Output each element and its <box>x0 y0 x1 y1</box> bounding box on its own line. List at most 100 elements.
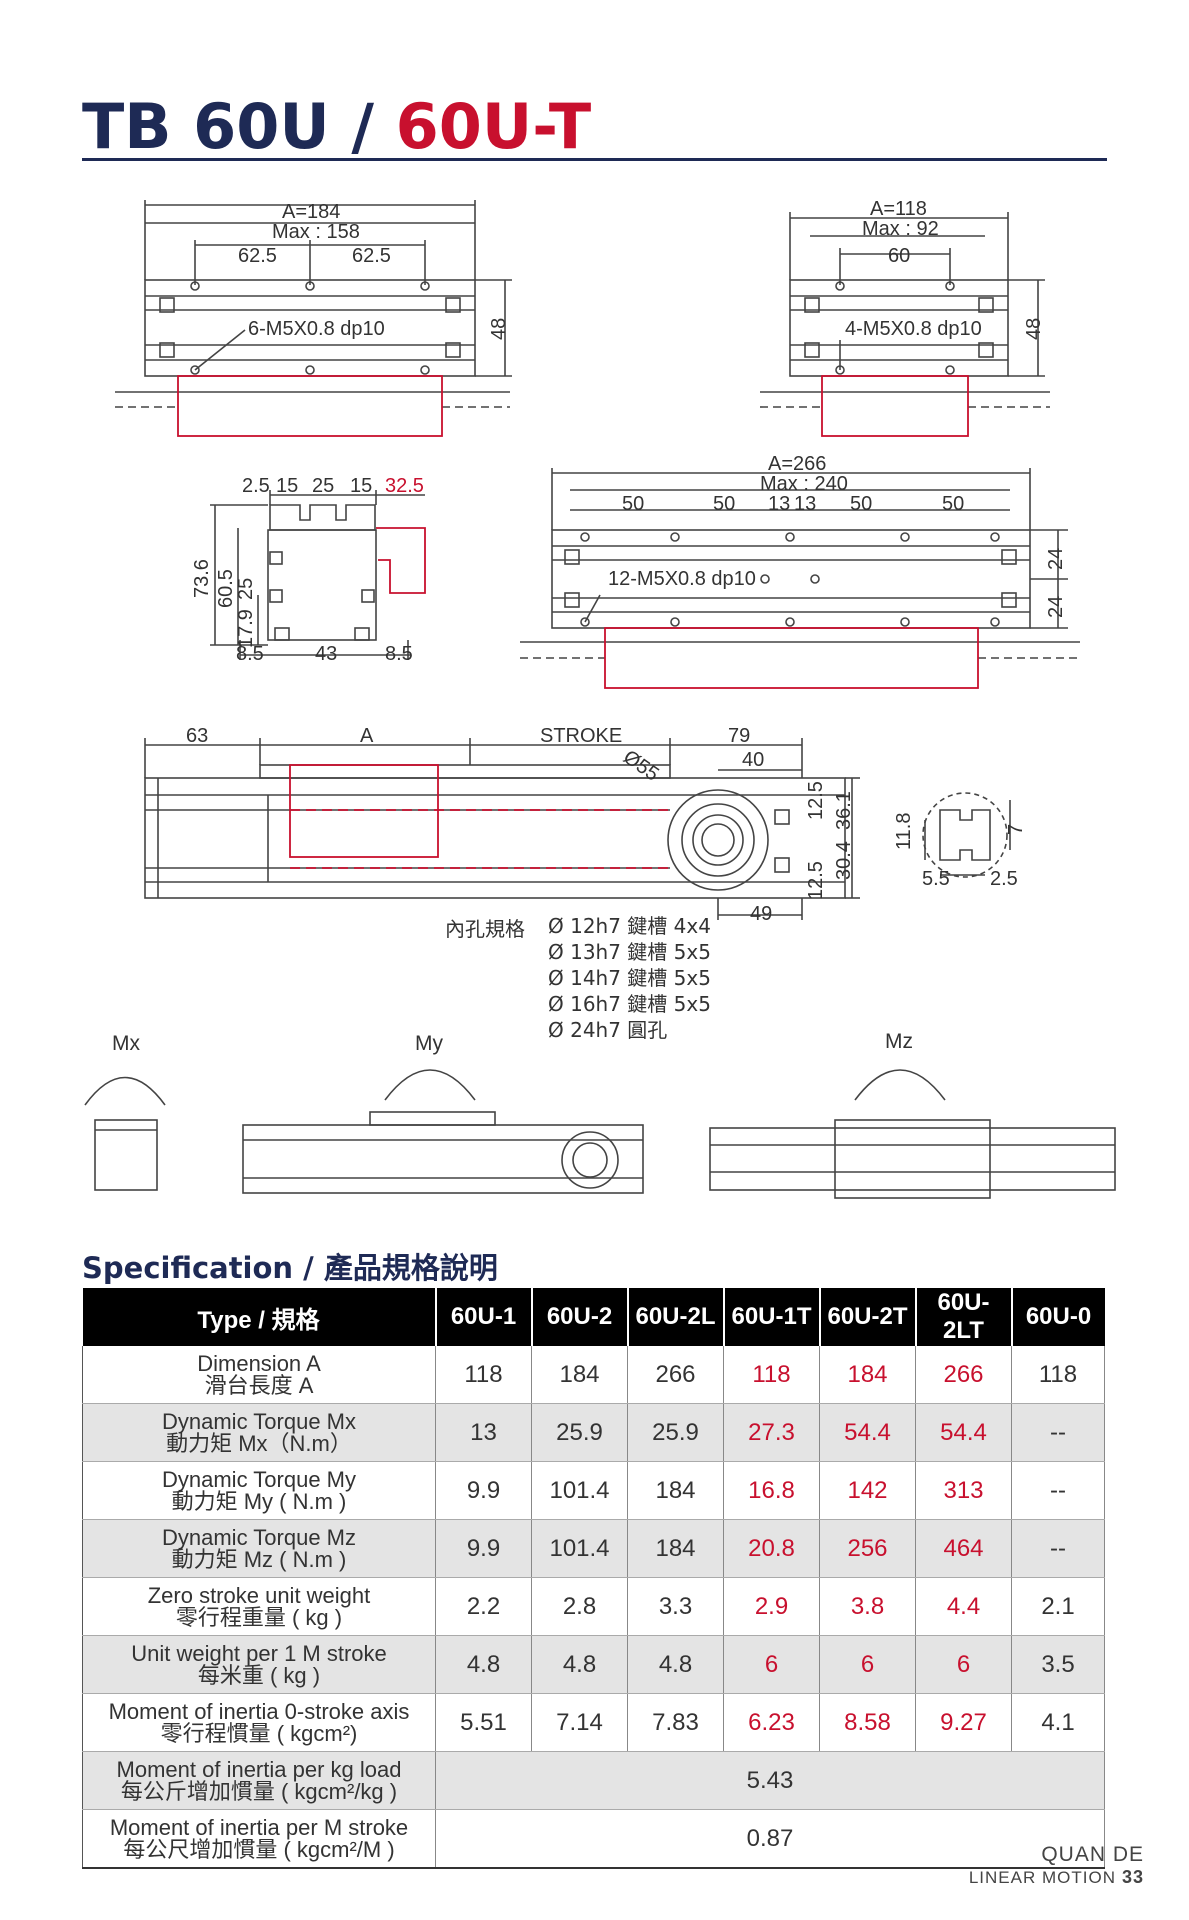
table-cell: 54.4 <box>819 1403 916 1462</box>
title-model: TB 60U <box>82 90 330 163</box>
sec-t5: 32.5 <box>385 475 424 497</box>
table-cell: 118 <box>723 1346 820 1404</box>
table-cell: 184 <box>819 1346 916 1404</box>
moment-mz-label: Mz <box>885 1030 913 1053</box>
mr-max: Max : 240 <box>760 473 848 495</box>
slot-b1: 5.5 <box>922 868 950 890</box>
table-cell: 4.8 <box>531 1635 628 1694</box>
mr-d6: 50 <box>942 493 964 515</box>
mr-a: A=266 <box>768 453 826 475</box>
tl-max: Max : 158 <box>272 221 360 243</box>
tl-d2: 62.5 <box>352 245 391 267</box>
bore-spec-label: 內孔規格 <box>445 917 525 941</box>
slot-detail <box>922 792 1011 878</box>
header-col: 60U-0 <box>1011 1288 1105 1346</box>
table-cell: 25.9 <box>627 1403 724 1462</box>
table-cell: 2.8 <box>531 1577 628 1636</box>
side-v4: 12.5 <box>805 861 827 900</box>
row-label-zh: 滑台長度 A <box>204 1372 314 1398</box>
row-label-zh: 動力矩 My ( N.m ) <box>171 1488 347 1514</box>
sec-b2: 43 <box>315 643 337 665</box>
mr-d2: 50 <box>713 493 735 515</box>
sec-t4: 15 <box>350 475 372 497</box>
mr-d3: 13 <box>768 493 790 515</box>
table-cell: 2.2 <box>435 1577 532 1636</box>
table-cell: -- <box>1011 1519 1105 1578</box>
row-label-zh: 動力矩 Mz ( N.m ) <box>171 1546 347 1572</box>
table-cell: 20.8 <box>723 1519 820 1578</box>
table-cell: 2.9 <box>723 1577 820 1636</box>
header-col: 60U-2T <box>819 1288 917 1346</box>
sec-t3: 25 <box>312 475 334 497</box>
tl-d1: 62.5 <box>238 245 277 267</box>
table-cell: 118 <box>1011 1346 1105 1404</box>
spec-title: Specification / 產品規格說明 <box>82 1251 498 1285</box>
table-cell: 27.3 <box>723 1403 820 1462</box>
mr-holes: 12-M5X0.8 dp10 <box>608 568 756 590</box>
table-cell: 184 <box>627 1519 724 1578</box>
table-cell: 4.4 <box>915 1577 1012 1636</box>
side-b1: 49 <box>750 903 772 925</box>
tl-holes: 6-M5X0.8 dp10 <box>248 318 385 340</box>
sec-b1: 8.5 <box>236 643 264 665</box>
moment-views <box>84 1069 1116 1199</box>
tl-h: 48 <box>488 318 510 340</box>
row-label-zh: 動力矩 Mx（N.m） <box>166 1430 352 1456</box>
tr-holes: 4-M5X0.8 dp10 <box>845 318 982 340</box>
row-label-zh: 零行程慣量 ( kgcm²) <box>160 1720 358 1746</box>
sec-t2: 15 <box>276 475 298 497</box>
slot-b2: 2.5 <box>990 868 1018 890</box>
moment-my-label: My <box>415 1032 443 1055</box>
row-label-en: Dimension A <box>197 1350 321 1376</box>
mr-h2: 24 <box>1045 596 1067 618</box>
table-cell: 9.9 <box>435 1461 532 1520</box>
table-cell: 266 <box>627 1346 724 1404</box>
slot-v1: 11.8 <box>893 813 915 850</box>
sec-t1: 2.5 <box>242 475 270 497</box>
table-cell: 9.27 <box>915 1693 1012 1752</box>
title-variant: 60U-T <box>395 90 592 163</box>
table-cell: 101.4 <box>531 1519 628 1578</box>
table-cell: 7.14 <box>531 1693 628 1752</box>
table-cell: 184 <box>531 1346 628 1404</box>
technical-drawings: A=184 Max : 158 62.5 62.5 6-M5X0.8 dp10 … <box>84 198 1116 1199</box>
bore-item: Ø 13h7 鍵槽 5x5 <box>548 940 711 964</box>
tr-h: 48 <box>1023 318 1045 340</box>
table-cell: 6.23 <box>723 1693 820 1752</box>
row-label-en: Moment of inertia per kg load <box>116 1756 402 1782</box>
table-cell: 3.3 <box>627 1577 724 1636</box>
mr-h1: 24 <box>1045 548 1067 570</box>
side-d3: STROKE <box>540 725 622 747</box>
table-cell: 142 <box>819 1461 916 1520</box>
section-cover <box>376 527 426 594</box>
row-label-zh: 零行程重量 ( kg ) <box>175 1604 343 1630</box>
table-cell: 118 <box>435 1346 532 1404</box>
table-header-row: Type / 規格 60U-1 60U-2 60U-2L 60U-1T 60U-… <box>82 1288 1105 1346</box>
table-cell: 16.8 <box>723 1461 820 1520</box>
sec-v3: 25 <box>235 578 257 600</box>
table-cell: 6 <box>915 1635 1012 1694</box>
slot-v2: 7 <box>1005 824 1027 835</box>
spec-table: Type / 規格 60U-1 60U-2 60U-2L 60U-1T 60U-… <box>82 1288 1105 1869</box>
table-cell: 9.9 <box>435 1519 532 1578</box>
table-cell: 25.9 <box>531 1403 628 1462</box>
row-label-en: Moment of inertia per M stroke <box>109 1814 409 1840</box>
table-cell: 4.8 <box>435 1635 532 1694</box>
table-cell: 6 <box>819 1635 916 1694</box>
bore-item: Ø 16h7 鍵槽 5x5 <box>548 992 711 1016</box>
table-cell: 7.83 <box>627 1693 724 1752</box>
row-label-en: Dynamic Torque Mz <box>162 1524 356 1550</box>
top-right-carriage <box>821 375 969 437</box>
header-col: 60U-2LT <box>915 1288 1013 1346</box>
header-type: Type / 規格 <box>82 1288 437 1346</box>
table-cell: 6 <box>723 1635 820 1694</box>
